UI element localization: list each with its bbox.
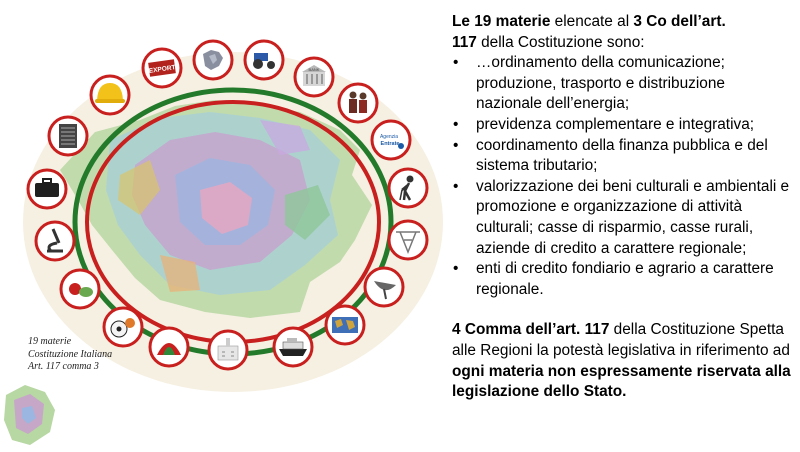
- list-item: enti di credito fondiario e agrario a ca…: [452, 259, 794, 300]
- svg-text:EXPORT: EXPORT: [148, 64, 175, 75]
- bank-building-icon: BANK: [293, 56, 335, 98]
- regions-figure: EXPORT BANK: [4, 39, 443, 445]
- icon-ring: EXPORT BANK: [26, 39, 429, 371]
- list-item: coordinamento della finanza pubblica e d…: [452, 136, 794, 177]
- cruise-ship-icon: [272, 326, 314, 368]
- caption-line-2: Costituzione Italiana: [28, 348, 113, 360]
- printed-circuit-icon: [47, 115, 89, 157]
- svg-text:BANK: BANK: [309, 67, 320, 72]
- food-icon: [59, 268, 101, 310]
- eu-map-icon: [192, 39, 234, 81]
- sport-balls-icon: [102, 306, 144, 348]
- caption-line-1: 19 materie: [28, 336, 72, 347]
- materie-list: …ordinamento della comunicazione; produz…: [452, 53, 794, 300]
- hard-hat-icon: [89, 74, 131, 116]
- text-panel: Le 19 materie elencate al 3 Co dell’art.…: [452, 12, 794, 403]
- elderly-person-icon: [387, 167, 429, 209]
- world-map-icon: [324, 304, 366, 346]
- comma-paragraph: 4 Comma dell’art. 117 della Costituzione…: [452, 321, 791, 401]
- hospital-icon: [207, 329, 249, 371]
- parachute-icon: [148, 326, 190, 368]
- list-item: valorizzazione dei beni culturali e ambi…: [452, 177, 794, 259]
- briefcase-icon: [26, 168, 68, 210]
- thumbnail-map: [4, 385, 55, 445]
- intro-paragraph: Le 19 materie elencate al 3 Co dell’art.…: [452, 13, 726, 51]
- list-item: previdenza complementare e integrativa;: [452, 115, 794, 136]
- tractor-icon: [243, 39, 285, 81]
- svg-text:Entrate: Entrate: [381, 141, 400, 147]
- agenzia-entrate-icon: Agenzia Entrate: [370, 119, 412, 161]
- list-item: …ordinamento della comunicazione; produz…: [452, 53, 794, 115]
- microscope-icon: [34, 220, 76, 262]
- svg-text:Agenzia: Agenzia: [380, 134, 398, 140]
- export-sign-icon: EXPORT: [141, 47, 183, 89]
- figure-caption: 19 materie Costituzione Italiana Art. 11…: [28, 336, 112, 374]
- power-pylon-icon: [387, 219, 429, 261]
- regional-map: [60, 100, 372, 318]
- caption-line-3: Art. 117 comma 3: [28, 361, 99, 372]
- workers-icon: [337, 82, 379, 124]
- satellite-dish-icon: [363, 266, 405, 308]
